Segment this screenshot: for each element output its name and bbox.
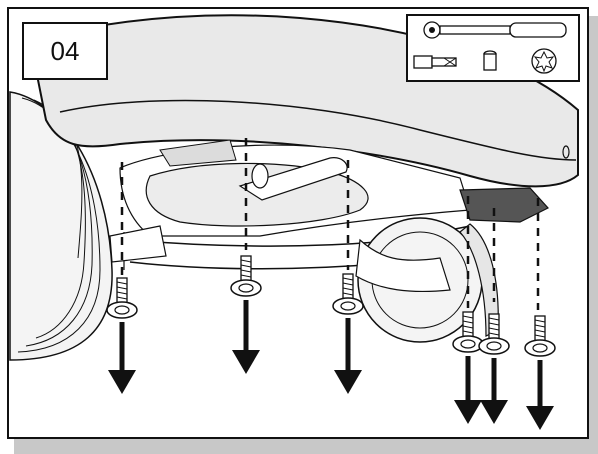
bolt-group	[106, 255, 556, 430]
bolt	[478, 313, 510, 355]
down-arrow-icon	[480, 358, 508, 424]
bolt	[106, 277, 138, 319]
bolt	[230, 255, 262, 297]
drop-lines	[120, 138, 540, 310]
down-arrow-icon	[232, 300, 260, 374]
socket-icon	[483, 50, 497, 71]
down-arrow-icon	[454, 356, 482, 424]
down-arrow-icon	[526, 360, 554, 430]
down-arrow-icon	[108, 322, 136, 394]
tools-box	[406, 14, 580, 82]
step-number-box: 04	[22, 22, 108, 80]
underbody-parts	[109, 139, 549, 343]
torx-icon	[531, 48, 557, 74]
hex-bit-icon	[413, 55, 457, 69]
tools-illustration	[413, 21, 567, 74]
down-arrow-icon	[334, 318, 362, 394]
ratchet-wrench-icon	[423, 21, 567, 39]
step-number: 04	[50, 35, 80, 66]
bolt	[332, 273, 364, 315]
bolt	[524, 315, 556, 357]
